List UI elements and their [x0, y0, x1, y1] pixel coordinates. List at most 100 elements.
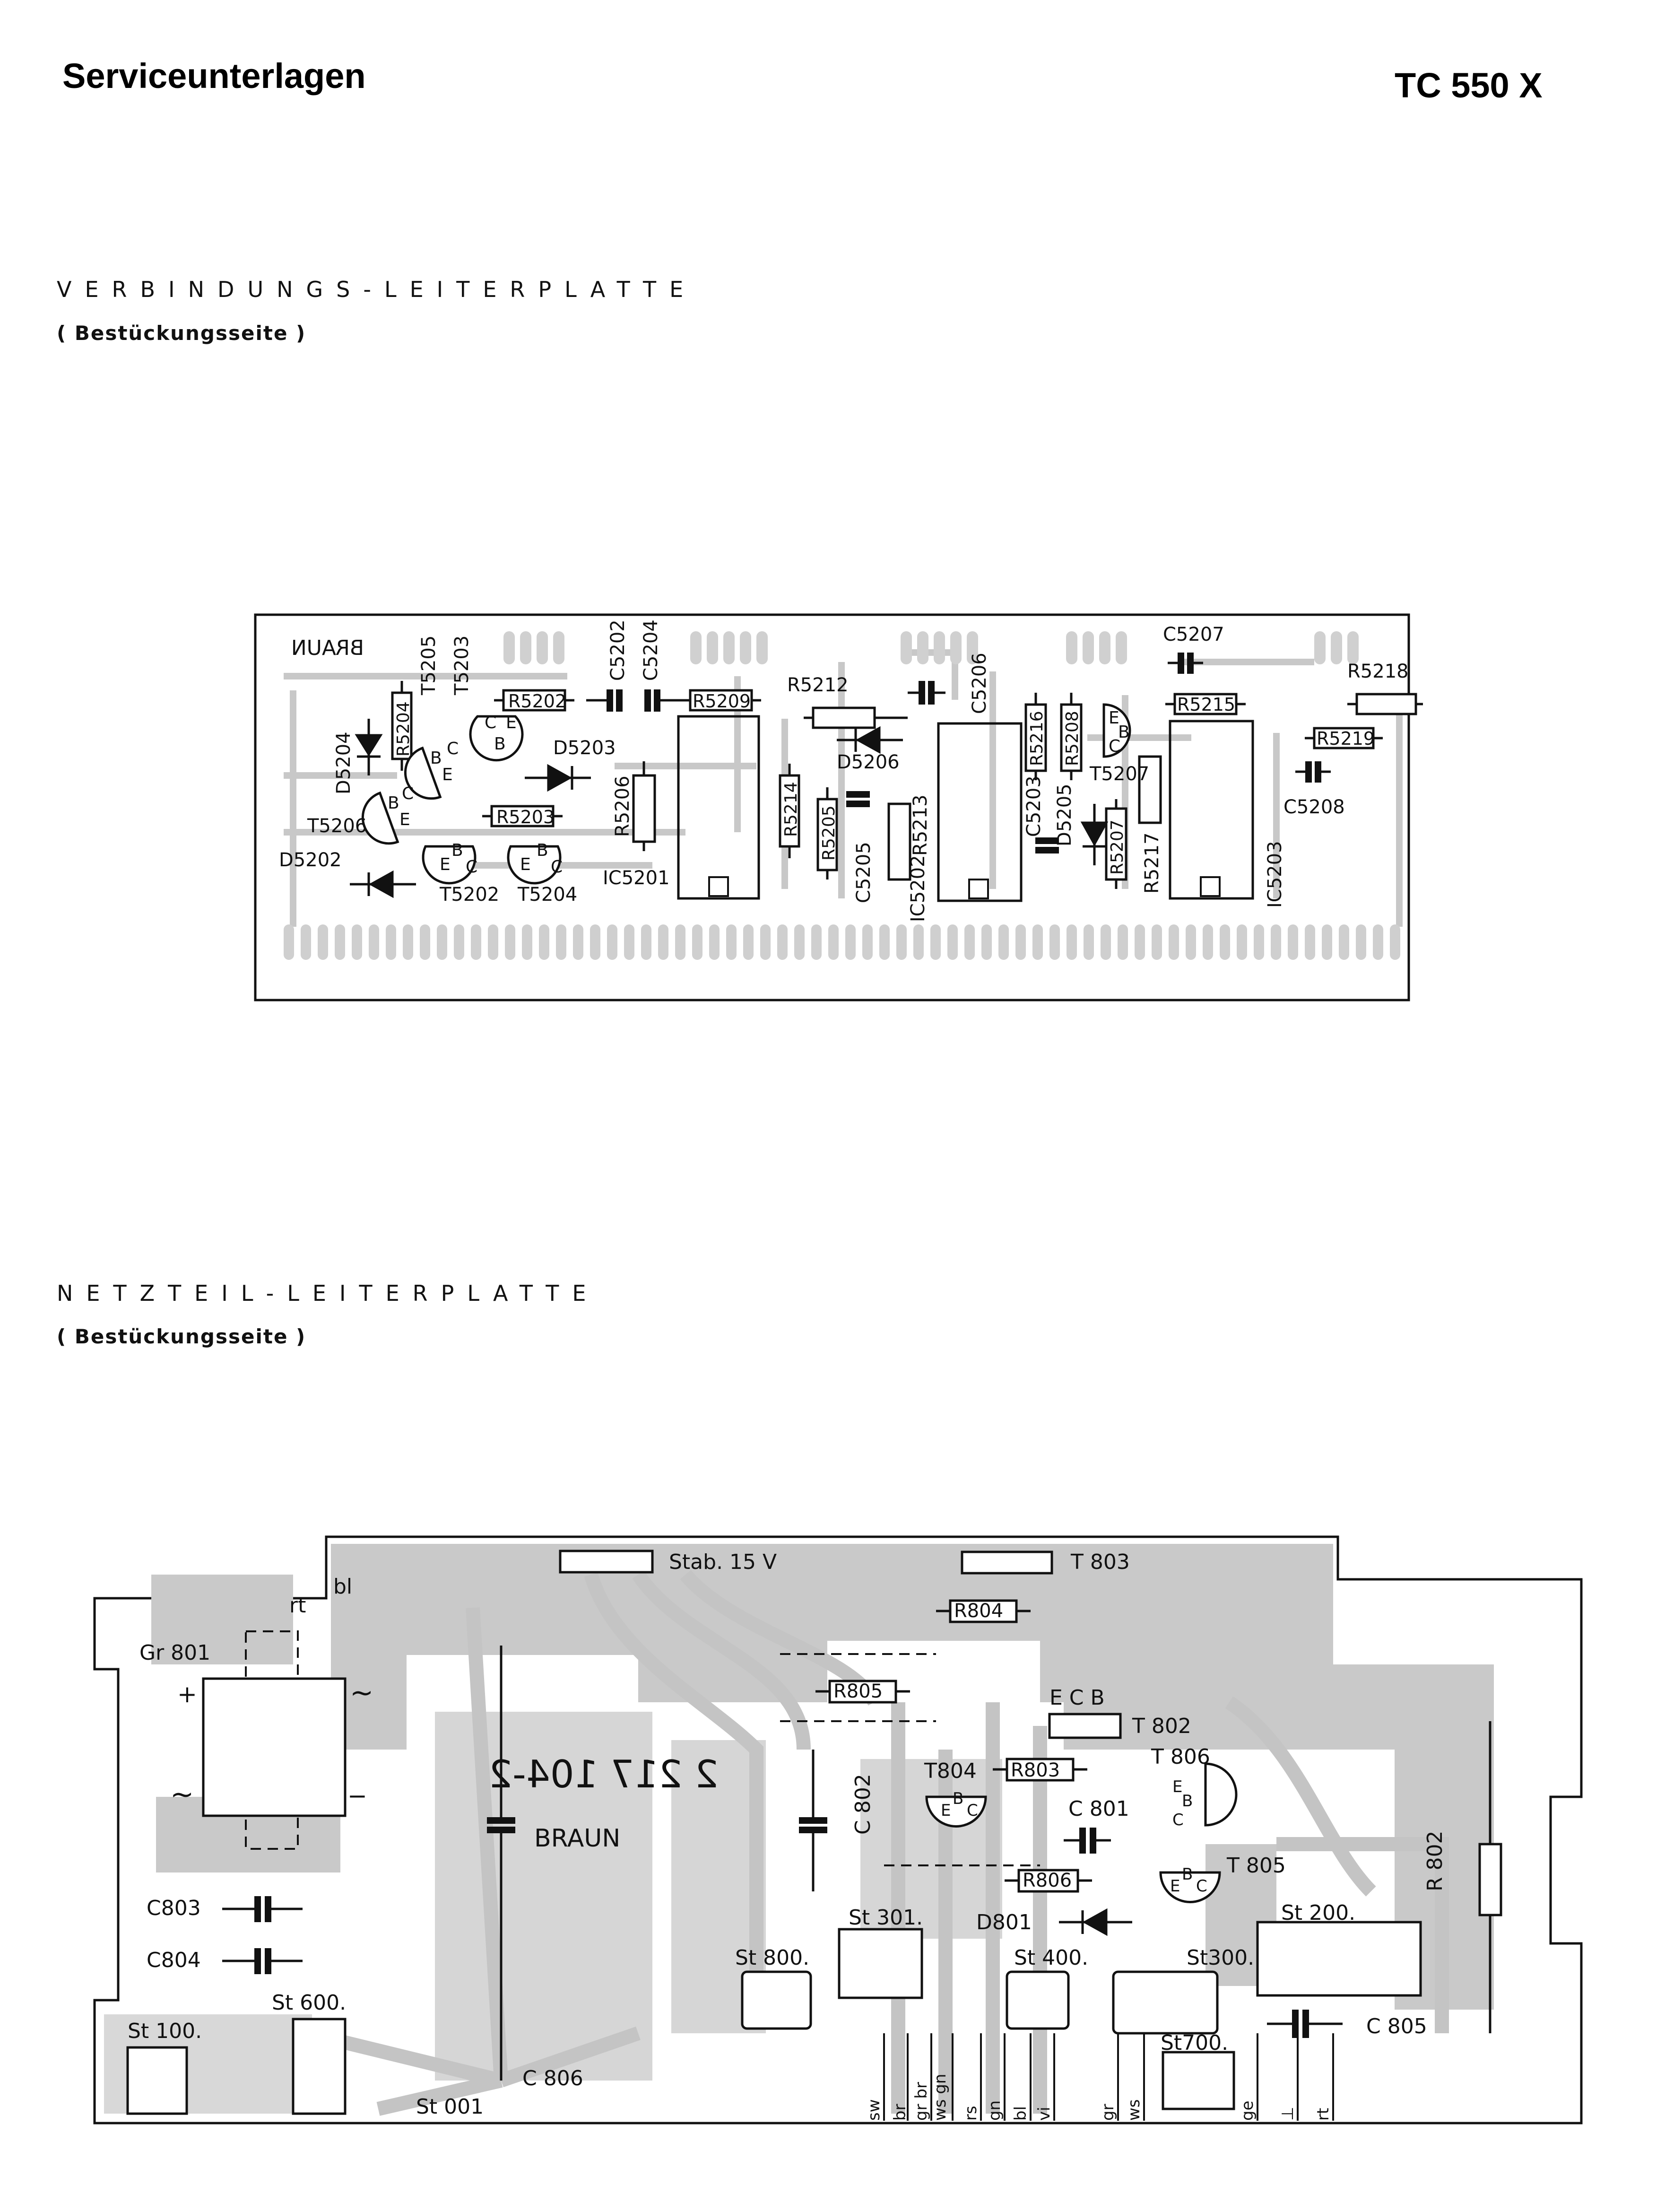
svg-text:D5206: D5206 [837, 751, 900, 773]
svg-text:C5207: C5207 [1163, 624, 1224, 645]
svg-text:E: E [941, 1801, 951, 1820]
svg-text:R5215: R5215 [1177, 694, 1235, 715]
svg-text:R5206: R5206 [612, 775, 633, 837]
svg-text:R5202: R5202 [508, 691, 566, 712]
svg-text:T5205: T5205 [418, 636, 440, 696]
svg-text:E: E [1172, 1777, 1182, 1796]
board1: BRAUN [254, 613, 1423, 1001]
svg-text:St 600.: St 600. [272, 1991, 346, 2015]
svg-text:E: E [442, 765, 453, 784]
board2-logo: BRAUN [534, 1824, 620, 1853]
svg-text:T5203: T5203 [451, 636, 473, 696]
t802-body [1048, 1713, 1122, 1739]
svg-text:R5209: R5209 [693, 691, 751, 712]
svg-text:R5208: R5208 [1063, 711, 1082, 766]
svg-text:C5208: C5208 [1283, 796, 1345, 818]
wire-color-labels: sw br gr br ws gn rs gn bl vi gr ws ge ⊥… [865, 2074, 1333, 2121]
board1-transistors [361, 703, 1131, 885]
svg-text:B: B [537, 841, 548, 860]
board2-id: 2 217 104-2 [488, 1752, 719, 1796]
svg-text:R5207: R5207 [1108, 819, 1127, 875]
svg-text:E: E [520, 855, 531, 874]
svg-text:C5206: C5206 [969, 653, 990, 714]
svg-text:T5206: T5206 [307, 815, 367, 837]
svg-text:St 400.: St 400. [1014, 1946, 1088, 1970]
model-number: TC 550 X [1395, 66, 1543, 105]
board2-labels: Stab. 15 V T 803 R804 R805 E C B T 802 T… [128, 1550, 1447, 2119]
svg-text:R5205: R5205 [819, 805, 839, 861]
svg-text:D5203: D5203 [553, 737, 616, 759]
svg-text:St300.: St300. [1187, 1946, 1254, 1970]
svg-text:bl: bl [333, 1575, 352, 1599]
svg-text:B: B [451, 841, 463, 860]
board1-resistor-leads [400, 681, 1423, 889]
svg-text:D5204: D5204 [333, 732, 355, 794]
svg-text:ge: ge [1238, 2101, 1257, 2121]
svg-text:C: C [551, 857, 563, 877]
section1-title: VERBINDUNGS-LEITERPLATTE [57, 277, 697, 302]
svg-text:St 200.: St 200. [1281, 1901, 1355, 1925]
svg-text:D5205: D5205 [1054, 784, 1075, 846]
svg-text:St 001: St 001 [416, 2095, 484, 2119]
svg-text:E C B: E C B [1049, 1686, 1105, 1710]
d801-diode [1059, 1908, 1132, 1936]
svg-text:R5218: R5218 [1347, 661, 1409, 682]
document-title: Serviceunterlagen [62, 56, 366, 96]
svg-text:ws gn: ws gn [931, 2074, 950, 2121]
svg-text:C 802: C 802 [851, 1774, 875, 1835]
board2-connectors [126, 1921, 1422, 2115]
svg-text:B: B [953, 1789, 963, 1808]
svg-text:C: C [1196, 1877, 1207, 1896]
board2-resistors [828, 1599, 1502, 1916]
svg-text:B: B [1182, 1792, 1193, 1811]
gr801-body [202, 1677, 347, 1817]
svg-text:R804: R804 [954, 1600, 1003, 1622]
board2: 2 217 104-2 BRAUN [93, 1535, 1583, 2125]
svg-text:E: E [440, 855, 451, 874]
svg-text:ws: ws [1125, 2099, 1144, 2121]
svg-text:bl: bl [1011, 2106, 1030, 2121]
ic5203-body [1169, 720, 1254, 900]
svg-text:⊥: ⊥ [1278, 2107, 1297, 2121]
section2-subtitle: ( Bestückungsseite ) [57, 1325, 306, 1348]
svg-text:R5204: R5204 [394, 701, 413, 757]
svg-text:B: B [1118, 723, 1130, 742]
svg-text:St 301.: St 301. [849, 1906, 923, 1930]
board2-pin-letters: EBC EBC EBC [941, 1777, 1207, 1896]
svg-text:C804: C804 [147, 1948, 201, 1972]
svg-text:T5207: T5207 [1089, 763, 1149, 785]
svg-text:E: E [1170, 1877, 1180, 1896]
svg-text:R5217: R5217 [1141, 832, 1163, 894]
svg-text:C: C [1109, 737, 1120, 756]
svg-text:br: br [891, 2104, 910, 2121]
svg-text:C 801: C 801 [1068, 1797, 1129, 1821]
svg-text:B: B [1182, 1865, 1193, 1884]
svg-text:R803: R803 [1011, 1759, 1060, 1781]
svg-text:E: E [399, 810, 410, 829]
svg-text:~: ~ [170, 1778, 194, 1811]
svg-text:rt: rt [1314, 2108, 1333, 2121]
svg-text:C: C [402, 784, 414, 803]
board2-transistors [925, 1762, 1238, 1903]
svg-text:C: C [466, 857, 477, 877]
svg-text:St 100.: St 100. [128, 2019, 202, 2043]
board1-edge-connector [284, 924, 1400, 960]
ic5202-body [937, 722, 1023, 902]
svg-text:R5203: R5203 [496, 807, 555, 827]
svg-text:R5213: R5213 [910, 794, 931, 856]
svg-text:gn: gn [985, 2100, 1004, 2121]
svg-text:C 805: C 805 [1366, 2014, 1427, 2038]
svg-text:E: E [1109, 708, 1119, 728]
svg-text:R5214: R5214 [781, 782, 801, 837]
svg-text:R806: R806 [1023, 1870, 1072, 1891]
svg-text:IC5203: IC5203 [1264, 841, 1286, 908]
svg-text:C: C [447, 739, 459, 758]
svg-text:IC5201: IC5201 [603, 867, 670, 889]
t803-body [961, 1550, 1053, 1575]
board1-diodes [350, 719, 1109, 898]
svg-text:IC5202: IC5202 [907, 855, 929, 922]
svg-text:T804: T804 [924, 1759, 977, 1783]
svg-text:C5203: C5203 [1023, 775, 1045, 837]
